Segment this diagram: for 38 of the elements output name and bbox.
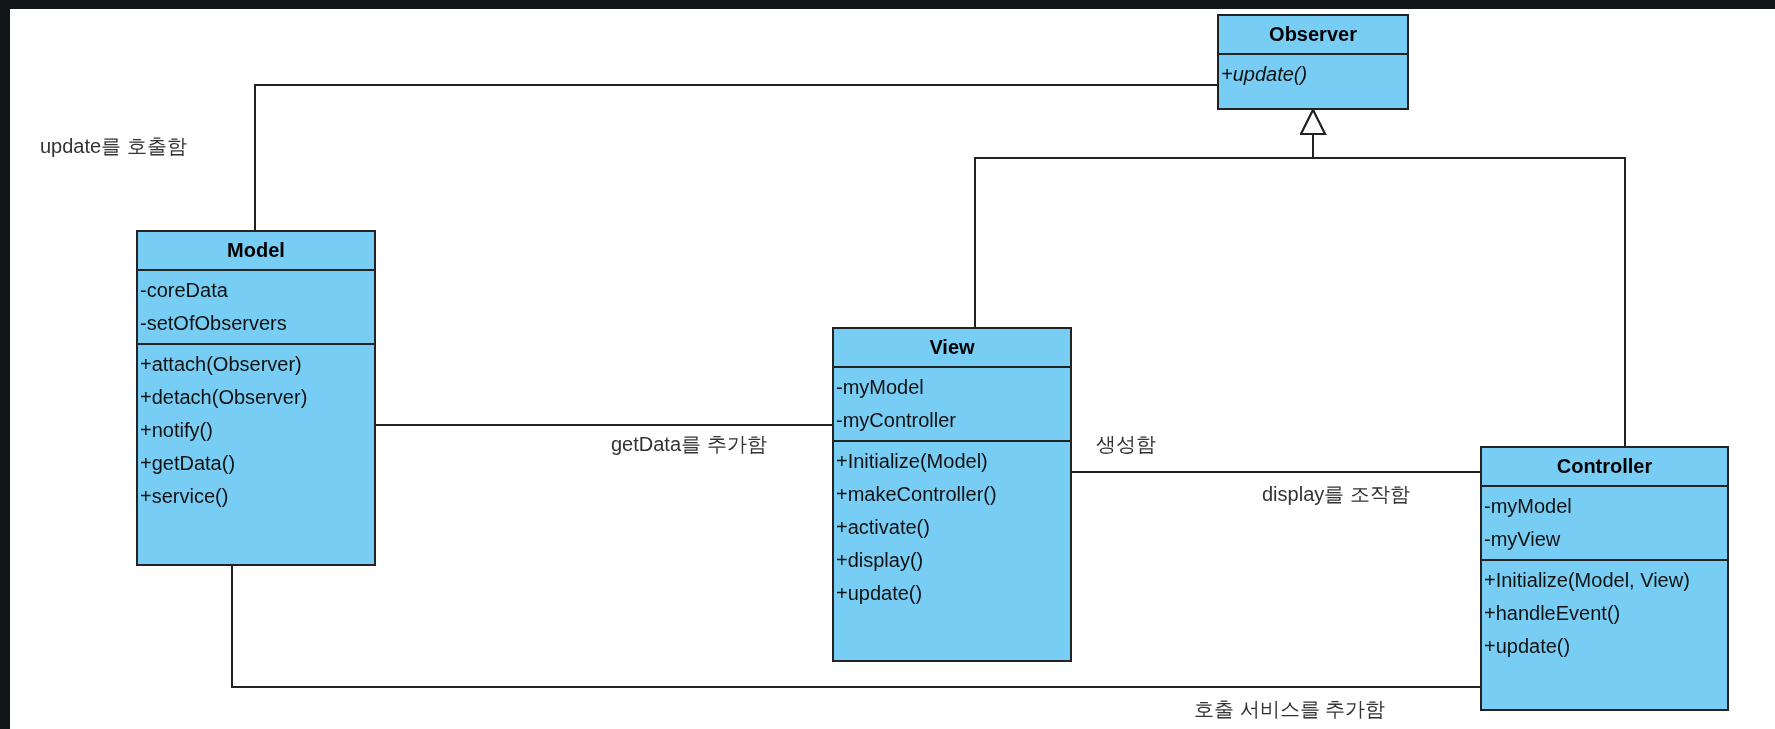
edge-label: getData를 추가함 (611, 432, 767, 456)
class-box (1217, 14, 1409, 110)
connector-line (231, 565, 1481, 688)
connector-line (375, 424, 833, 426)
class-name: Model (226, 238, 286, 263)
attribute-text: -setOfObservers (139, 311, 288, 336)
method-text: +Initialize(Model, View) (1483, 568, 1691, 593)
edge-label: 호출 서비스를 추가함 (1194, 697, 1386, 721)
attribute-text: -myModel (1483, 494, 1573, 519)
method-text: +activate() (835, 515, 931, 540)
method-text: +handleEvent() (1483, 601, 1622, 626)
attribute-text: -coreData (139, 278, 229, 303)
method-text: +update() (835, 581, 924, 606)
role-label: display를 조작함 (1262, 482, 1410, 506)
method-text: +makeController() (835, 482, 998, 507)
method-text: +update() (1220, 62, 1309, 87)
class-name: Observer (1268, 22, 1358, 47)
method-text: +service() (139, 484, 230, 509)
attribute-text: -myModel (835, 375, 925, 400)
method-text: +update() (1483, 634, 1572, 659)
edge-label: 생성함 (1096, 432, 1156, 456)
class-box (832, 327, 1072, 662)
method-text: +getData() (139, 451, 237, 476)
method-text: +Initialize(Model) (835, 449, 989, 474)
connector-line (1071, 471, 1481, 473)
attribute-text: -myView (1483, 527, 1562, 552)
edge-label: update를 호출함 (40, 134, 187, 158)
method-text: +attach(Observer) (139, 352, 303, 377)
class-box (1480, 446, 1729, 711)
connector-line (254, 84, 1218, 231)
class-name: Controller (1555, 454, 1654, 479)
method-text: +notify() (139, 418, 214, 443)
method-text: +display() (835, 548, 925, 573)
attribute-text: -myController (835, 408, 958, 433)
method-text: +detach(Observer) (139, 385, 309, 410)
class-box (136, 230, 376, 566)
inheritance-arrow (1300, 109, 1626, 447)
class-name: View (928, 335, 976, 360)
